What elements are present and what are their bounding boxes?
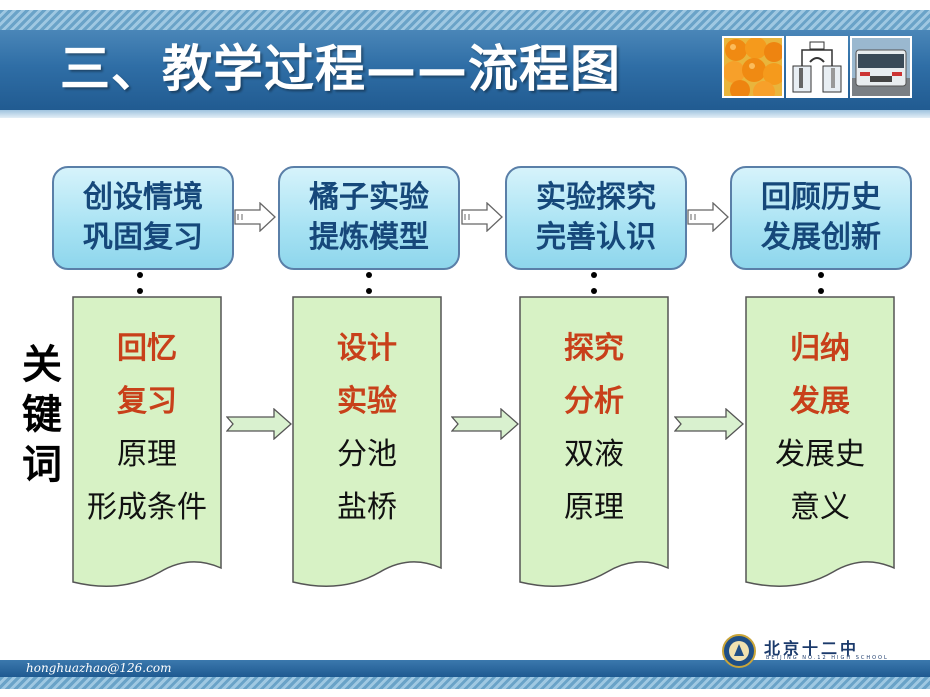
- panel-3-black-1: 双液: [564, 437, 624, 472]
- school-logo-icon: [722, 634, 756, 668]
- keywords-side-label: 关 键 词: [22, 340, 68, 490]
- panel-1-red-2: 复习: [117, 384, 177, 419]
- panel-1-black-2: 形成条件: [87, 490, 207, 525]
- connector-dot: [591, 272, 597, 278]
- panel-3-red-1: 探究: [564, 331, 624, 366]
- panel-arrow-1: [226, 408, 292, 440]
- header-stripe: [0, 10, 930, 30]
- connector-dot: [137, 288, 143, 294]
- keyword-panel-3: 探究 分析 双液 原理: [519, 296, 669, 596]
- panel-4-red-2: 发展: [790, 384, 850, 419]
- stage-3-line2: 完善认识: [536, 220, 656, 255]
- panel-2-red-1: 设计: [337, 331, 397, 366]
- stage-4-line2: 发展创新: [761, 220, 881, 255]
- bus-thumbnail: [850, 36, 912, 98]
- stage-box-2: 橘子实验 提炼模型: [278, 166, 460, 270]
- connector-dot: [366, 272, 372, 278]
- keyword-panel-1: 回忆 复习 原理 形成条件: [72, 296, 222, 596]
- stage-3-line1: 实验探究: [536, 180, 656, 215]
- stage-arrow-3: [687, 202, 729, 232]
- page-title: 三、教学过程——流程图: [60, 40, 621, 98]
- panel-3-red-2: 分析: [564, 384, 624, 419]
- panel-3-black-2: 原理: [564, 490, 624, 525]
- side-label-char-1: 关: [22, 342, 62, 388]
- oranges-thumbnail: [722, 36, 784, 98]
- panel-2-black-2: 盐桥: [337, 490, 397, 525]
- panel-arrow-3: [674, 408, 744, 440]
- connector-dot: [137, 272, 143, 278]
- keyword-panel-2: 设计 实验 分池 盐桥: [292, 296, 442, 596]
- connector-dot: [366, 288, 372, 294]
- stage-box-4: 回顾历史 发展创新: [730, 166, 912, 270]
- keyword-panel-4: 归纳 发展 发展史 意义: [745, 296, 895, 596]
- header-shine: [0, 110, 930, 118]
- stage-2-line2: 提炼模型: [309, 220, 429, 255]
- connector-dot: [818, 288, 824, 294]
- side-label-char-2: 键: [22, 392, 62, 438]
- connector-dot: [818, 272, 824, 278]
- stage-box-3: 实验探究 完善认识: [505, 166, 687, 270]
- school-name: 北京十二中: [764, 639, 860, 658]
- school-name-english: BEIJING NO.12 HIGH SCHOOL: [766, 655, 889, 661]
- connector-dot: [591, 288, 597, 294]
- stage-box-1: 创设情境 巩固复习: [52, 166, 234, 270]
- footer-band: [0, 660, 930, 677]
- panel-4-black-1: 发展史: [775, 437, 865, 472]
- panel-2-red-2: 实验: [337, 384, 397, 419]
- stage-1-line1: 创设情境: [83, 180, 203, 215]
- footer-email: honghuazhao@126.com: [26, 661, 172, 675]
- stage-2-line1: 橘子实验: [309, 180, 429, 215]
- panel-arrow-2: [451, 408, 519, 440]
- panel-1-red-1: 回忆: [117, 331, 177, 366]
- apparatus-thumbnail: [786, 36, 848, 98]
- panel-4-red-1: 归纳: [790, 331, 850, 366]
- panel-2-black-1: 分池: [337, 437, 397, 472]
- stage-arrow-2: [461, 202, 503, 232]
- footer-stripe: [0, 677, 930, 689]
- panel-4-black-2: 意义: [790, 490, 850, 525]
- side-label-char-3: 词: [22, 442, 62, 488]
- stage-4-line1: 回顾历史: [761, 180, 881, 215]
- stage-arrow-1: [234, 202, 276, 232]
- stage-1-line2: 巩固复习: [83, 220, 203, 255]
- panel-1-black-1: 原理: [117, 437, 177, 472]
